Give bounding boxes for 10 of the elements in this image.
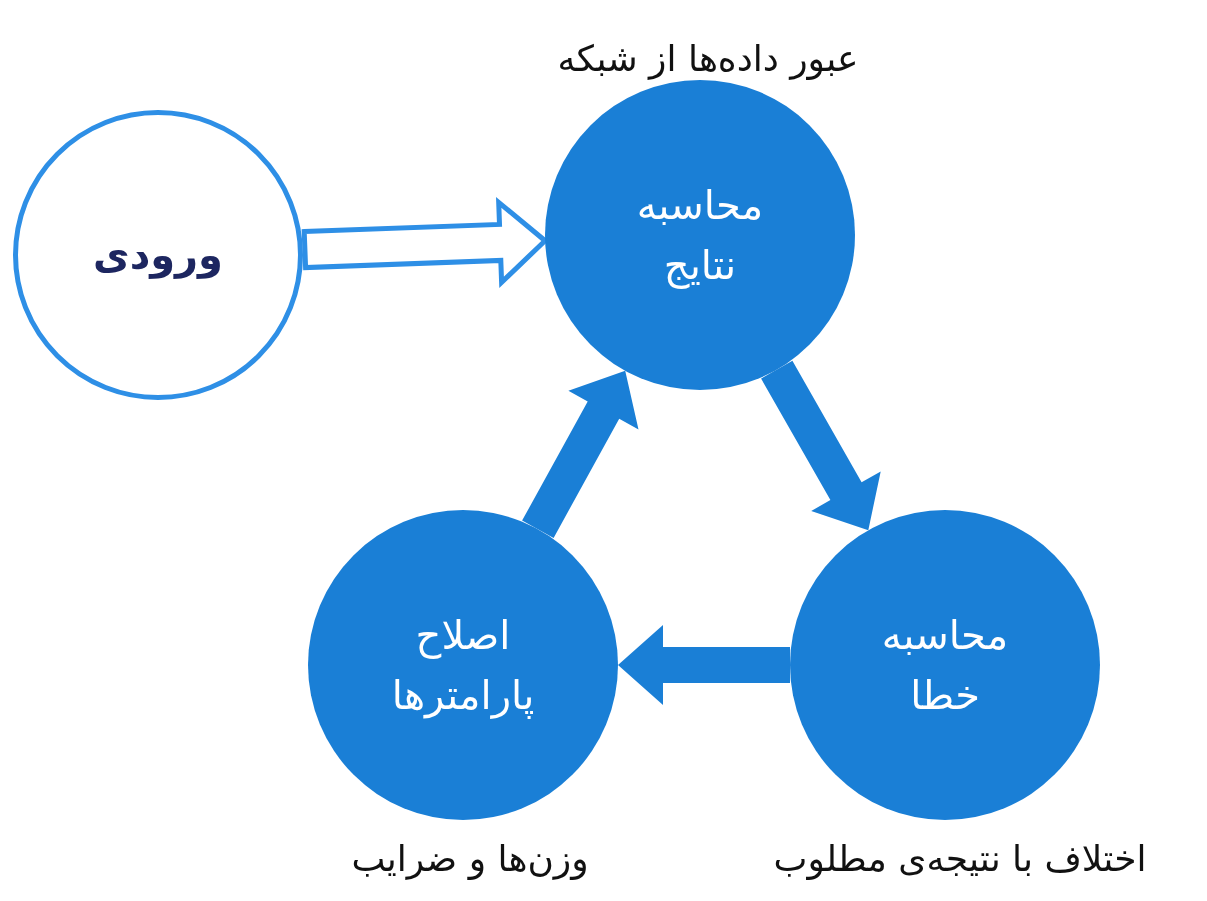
node-label: محاسبه خطا (881, 611, 1009, 720)
node-label: محاسبه نتایج (636, 181, 764, 291)
node-label: اصلاح پارامترها (391, 611, 535, 721)
block-arrow (761, 360, 881, 531)
node-caption: وزن‌ها و ضرایب (351, 838, 589, 879)
node-caption: عبور داده‌ها از شبکه (557, 38, 859, 79)
node-label: ورودی (93, 231, 223, 281)
node-caption: اختلاف با نتیجه‌ی مطلوب (773, 838, 1147, 879)
block-arrow (522, 370, 639, 538)
block-arrow (618, 625, 790, 705)
